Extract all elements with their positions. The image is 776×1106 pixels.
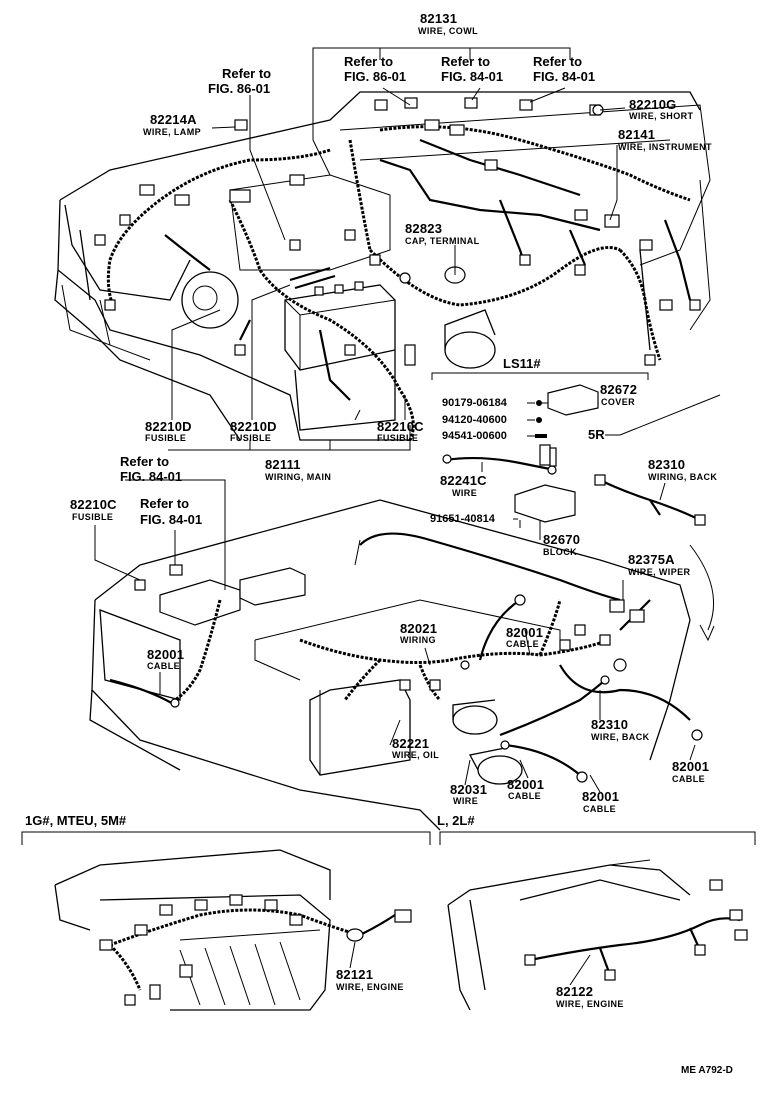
desc-82122: WIRE, ENGINE <box>556 999 624 1009</box>
ls11-parts <box>442 384 599 528</box>
desc-82111: WIRING, MAIN <box>265 472 332 482</box>
desc-82121: WIRE, ENGINE <box>336 982 404 992</box>
desc-82214A: WIRE, LAMP <box>143 127 201 137</box>
top-harness <box>106 125 692 441</box>
desc-82241C: WIRE <box>452 488 478 498</box>
label-82210C-mid: 82210C <box>70 497 117 512</box>
ref-b-line2: FIG. 84-01 <box>441 69 504 84</box>
desc-82021: WIRING <box>400 635 436 645</box>
ls11-title: LS11# <box>503 356 541 371</box>
ref-a-line2: FIG. 86-01 <box>344 69 407 84</box>
ref-e-line1: Refer to <box>140 496 190 511</box>
view-arrow <box>689 544 715 642</box>
desc-82141: WIRE, INSTRUMENT <box>618 142 712 152</box>
mid-harness <box>109 599 691 776</box>
label-82375A: 82375A <box>628 552 675 567</box>
desc-82210C-top: FUSIBLE <box>377 433 419 443</box>
leader-lines <box>94 47 696 986</box>
ref-b-line1: Refer to <box>441 54 491 69</box>
label-82122: 82122 <box>556 984 594 999</box>
ref-c-line2: FIG. 84-01 <box>533 69 596 84</box>
desc-82210G: WIRE, SHORT <box>629 111 694 121</box>
desc-82001-center: CABLE <box>506 639 539 649</box>
ref-lamp-line1: Refer to <box>222 66 272 81</box>
r5-parts <box>594 474 706 526</box>
label-82210D-b: 82210D <box>230 419 277 434</box>
desc-82310-mid: WIRE, BACK <box>591 732 650 742</box>
label-82001-right: 82001 <box>672 759 710 774</box>
ls11-code-2: 94120-40600 <box>442 414 507 426</box>
label-82111: 82111 <box>265 457 301 472</box>
desc-82001-low: CABLE <box>508 791 541 801</box>
desc-82210D-a: FUSIBLE <box>145 433 187 443</box>
mid-connectors <box>134 539 703 783</box>
desc-82221: WIRE, OIL <box>392 750 440 760</box>
bottom-left-title: 1G#, MTEU, 5M# <box>25 813 127 828</box>
figure-code: ME A792-D <box>681 1065 733 1076</box>
label-82031: 82031 <box>450 782 488 797</box>
desc-82210C-mid: FUSIBLE <box>72 512 114 522</box>
ls11-code-3: 94541-00600 <box>442 430 507 442</box>
label-82001-low2: 82001 <box>582 789 620 804</box>
label-82670: 82670 <box>543 532 581 547</box>
desc-82823: CAP, TERMINAL <box>405 236 480 246</box>
label-82214A: 82214A <box>150 112 197 127</box>
ref-lamp-line2: FIG. 86-01 <box>208 81 271 96</box>
label-82310-5r: 82310 <box>648 457 686 472</box>
ls11-bracket <box>431 372 721 436</box>
ls11-code-1: 90179-06184 <box>442 397 507 409</box>
mid-car-body <box>89 499 691 831</box>
ref-e-line2: FIG. 84-01 <box>140 512 203 527</box>
label-82001-left: 82001 <box>147 647 185 662</box>
desc-82210D-b: FUSIBLE <box>230 433 272 443</box>
label-82241C: 82241C <box>440 473 487 488</box>
desc-82131: WIRE, COWL <box>418 26 478 36</box>
bottom-right-title: L, 2L# <box>437 813 475 828</box>
label-82210D-a: 82210D <box>145 419 192 434</box>
desc-82031: WIRE <box>453 796 479 806</box>
desc-82001-right: CABLE <box>672 774 705 784</box>
r5-title: 5R <box>588 427 605 442</box>
ref-d-line2: FIG. 84-01 <box>120 469 183 484</box>
ref-a-line1: Refer to <box>344 54 394 69</box>
desc-82001-left: CABLE <box>147 661 180 671</box>
label-82672: 82672 <box>600 382 638 397</box>
label-82221: 82221 <box>392 736 430 751</box>
label-82131: 82131 <box>420 11 458 26</box>
label-82001-low: 82001 <box>507 777 545 792</box>
bottom-right-engine <box>447 859 748 1011</box>
desc-82310-5r: WIRING, BACK <box>648 472 718 482</box>
bottom-left-engine <box>54 849 412 1011</box>
label-82121: 82121 <box>336 967 374 982</box>
label-82141: 82141 <box>618 127 656 142</box>
label-82210C-top: 82210C <box>377 419 424 434</box>
ls11-code-4: 91651-40814 <box>430 513 495 525</box>
desc-82375A: WIRE, WIPER <box>628 567 691 577</box>
ref-c-line1: Refer to <box>533 54 583 69</box>
desc-82670: BLOCK <box>543 547 577 557</box>
desc-82001-low2: CABLE <box>583 804 616 814</box>
desc-82672: COVER <box>601 397 636 407</box>
label-82823: 82823 <box>405 221 443 236</box>
ref-d-line1: Refer to <box>120 454 170 469</box>
label-82001-center: 82001 <box>506 625 544 640</box>
bottom-brackets <box>21 831 756 845</box>
label-82021: 82021 <box>400 621 438 636</box>
label-82310-mid: 82310 <box>591 717 629 732</box>
top-connectors <box>94 97 701 366</box>
label-82210G: 82210G <box>629 97 677 112</box>
